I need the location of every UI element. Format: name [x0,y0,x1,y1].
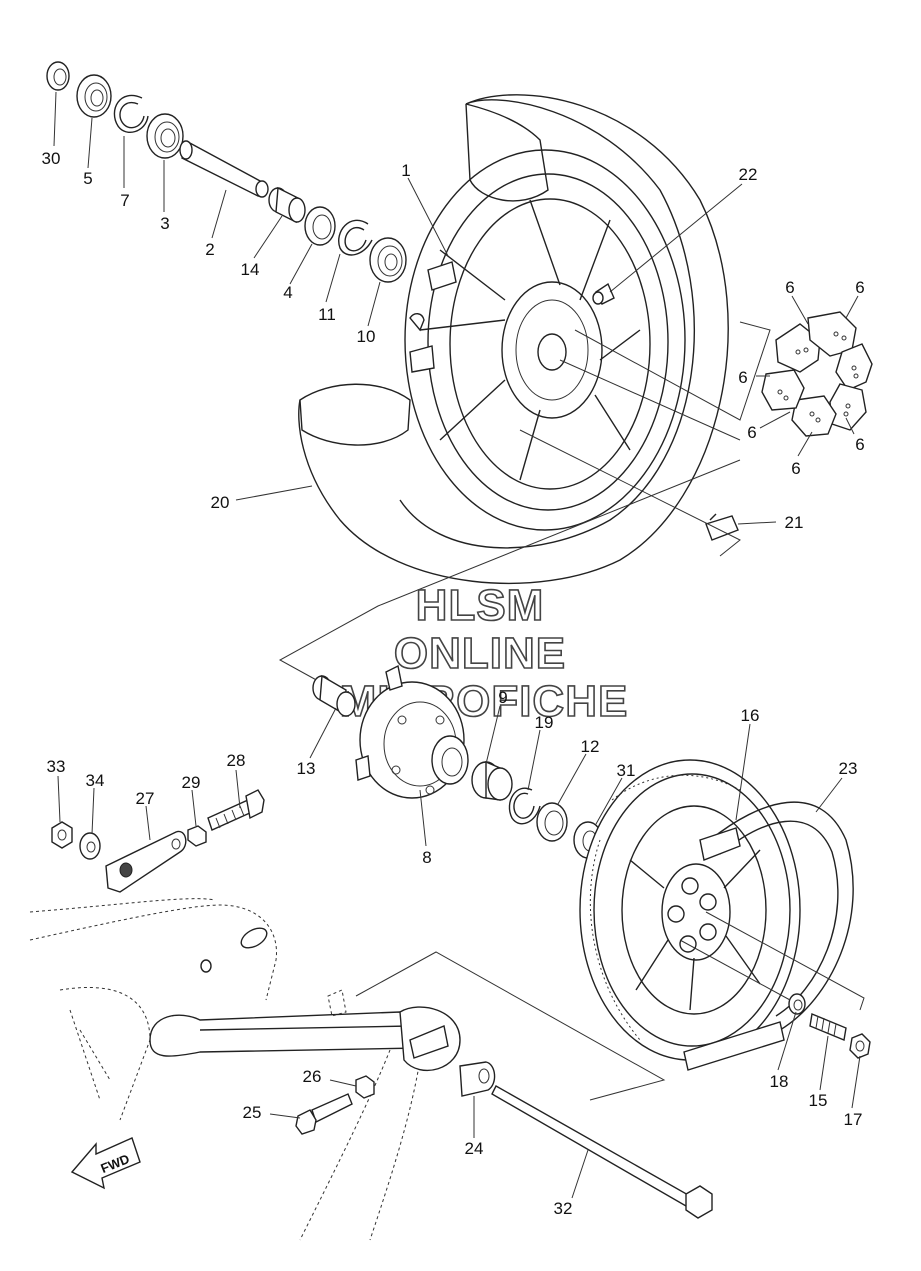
callout-30: 30 [42,149,61,168]
part-33-nut [51,821,73,849]
callout-23: 23 [839,759,858,778]
part-30-collar [46,61,70,91]
callout-6a: 6 [785,278,794,297]
callout-27: 27 [136,789,155,808]
callout-6e: 6 [855,435,864,454]
callout-10: 10 [357,327,376,346]
part-5-oil-seal [76,74,112,118]
part-34-washer [79,832,101,860]
callout-21: 21 [785,513,804,532]
part-8-clutch-hub [355,664,469,799]
callout-7: 7 [120,191,129,210]
callout-4: 4 [283,283,292,302]
part-19-circlip [508,787,541,825]
part-12-oil-seal [536,802,568,842]
fwd-arrow-icon: FWD [70,1137,141,1190]
callout-8: 8 [422,848,431,867]
callout-22: 22 [739,165,758,184]
part-21-balance-weight [705,513,739,541]
callout-24: 24 [465,1139,484,1158]
part-10-bearing [369,237,407,283]
callout-33: 33 [47,757,66,776]
callout-12: 12 [581,737,600,756]
callout-19: 19 [535,713,554,732]
watermark: HLSM ONLINE MICROFICHE [339,580,628,727]
part-32-wheel-axle [491,1085,713,1219]
part-23-drive-belt [683,801,854,1071]
leader-lines [53,91,861,1199]
callout-31: 31 [617,761,636,780]
callout-13: 13 [297,759,316,778]
callout-15: 15 [809,1091,828,1110]
callout-18: 18 [770,1072,789,1091]
callout-1: 1 [401,161,410,180]
part-13-collar [312,674,356,717]
part-20-tire [298,94,729,585]
part-2-spacer [179,140,269,198]
part-3-bearing [146,113,184,159]
part-26-nut [355,1075,375,1099]
callout-29: 29 [182,773,201,792]
wheel-reference-lines [278,321,771,683]
pulley-reference-lines [355,911,865,1101]
callout-labels: 30 5 7 3 2 14 4 11 10 1 22 6 6 6 6 6 6 2… [42,149,865,1218]
callout-34: 34 [86,771,105,790]
callout-5: 5 [83,169,92,188]
callout-6f: 6 [791,459,800,478]
part-28-bolt [207,789,265,831]
part-4-needle-bearing [304,206,336,246]
callout-17: 17 [844,1110,863,1129]
callout-28: 28 [227,751,246,770]
swingarm [29,898,461,1241]
watermark-line-1: HLSM [416,581,545,630]
callout-11: 11 [318,305,336,324]
part-25-bolt [295,1093,353,1135]
part-29-nut [187,825,207,847]
part-9-bearing [471,760,513,801]
part-16-rear-pulley [579,759,801,1061]
part-15-stud-bolt [809,1013,847,1041]
part-17-nut [849,1033,871,1059]
callout-16: 16 [741,706,760,725]
part-1-cast-wheel [404,149,686,531]
part-11-circlip [338,219,373,256]
part-27-torque-arm [105,830,187,893]
callout-20: 20 [211,493,230,512]
part-14-spacer-flange [268,186,306,224]
part-7-circlip [113,94,149,134]
part-6-damper-set [761,311,873,437]
part-22-valve [592,282,615,305]
part-18-washer [788,993,806,1015]
callout-2: 2 [205,240,214,259]
callout-9: 9 [498,688,507,707]
callout-25: 25 [243,1103,262,1122]
callout-6d: 6 [747,423,756,442]
callout-6b: 6 [855,278,864,297]
callout-32: 32 [554,1199,573,1218]
callout-3: 3 [160,214,169,233]
callout-6c: 6 [738,368,747,387]
watermark-line-2: ONLINE [394,629,566,678]
callout-14: 14 [241,260,260,279]
part-24-adjuster-plate [459,1061,496,1097]
callout-26: 26 [303,1067,322,1086]
